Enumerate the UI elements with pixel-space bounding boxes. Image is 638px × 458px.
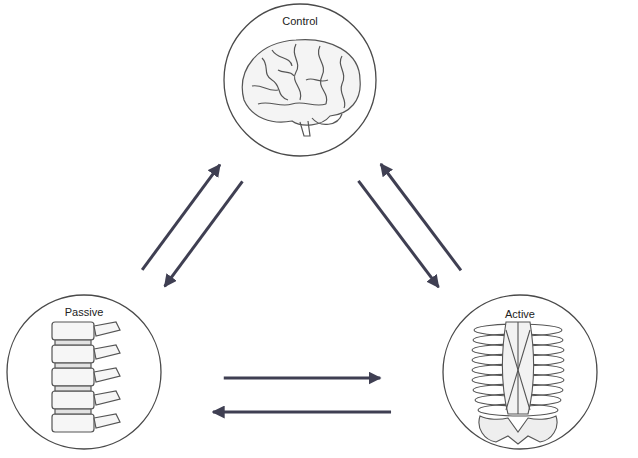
arrow-connector [224, 377, 380, 380]
core-muscles-drawing [472, 322, 564, 444]
brain-drawing [242, 40, 360, 136]
arrow-connector [358, 181, 438, 287]
circle-label: Control [223, 15, 377, 28]
circle-outline [224, 4, 376, 156]
circle-node: Passive [6, 294, 162, 450]
arrow-connector [213, 411, 391, 414]
spine-drawing [52, 322, 120, 432]
circle-label: Passive [6, 306, 162, 319]
circle-label: Active [442, 308, 598, 321]
arrow-connector [381, 164, 461, 270]
circle-node: Active [442, 294, 598, 450]
circle-node: Control [223, 3, 377, 157]
circle-outline [443, 295, 597, 449]
circle-outline [7, 295, 161, 449]
arrow-connector [142, 165, 220, 270]
arrow-connector [165, 181, 243, 286]
